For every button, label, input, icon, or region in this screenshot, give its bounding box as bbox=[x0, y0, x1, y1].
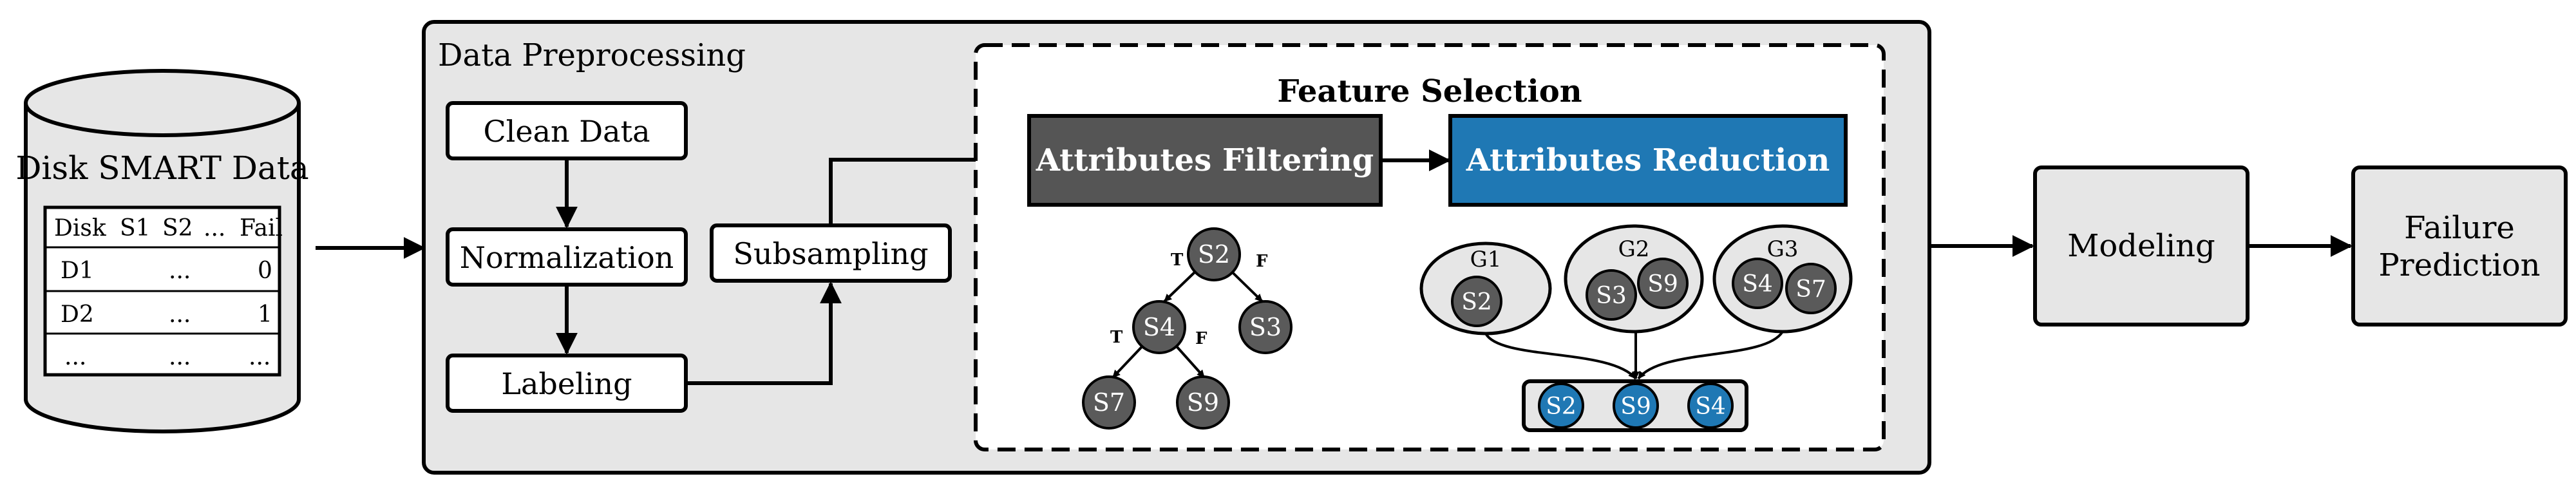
table-row: D1 ... 0 bbox=[61, 258, 272, 284]
group-label: G1 bbox=[1470, 247, 1502, 272]
tree-node-root: S2 bbox=[1187, 227, 1241, 281]
true-branch-label: T bbox=[1110, 328, 1123, 347]
selected-attribute-label: S4 bbox=[1695, 393, 1726, 420]
arrow-subsampling-to-filtering bbox=[829, 149, 1028, 225]
feature-selection-box: Feature Selection Attributes Filtering A… bbox=[974, 43, 1886, 451]
selected-attribute-label: S9 bbox=[1620, 393, 1651, 420]
table-cell: 0 bbox=[258, 258, 272, 284]
modeling-label: Modeling bbox=[2067, 228, 2215, 264]
selected-attribute-label: S2 bbox=[1546, 393, 1577, 420]
subsampling-label: Subsampling bbox=[733, 236, 928, 271]
clean-data-label: Clean Data bbox=[483, 114, 650, 149]
table-cell: D2 bbox=[61, 301, 94, 328]
tree-node-right: S3 bbox=[1238, 300, 1293, 354]
table-cell: ... bbox=[169, 258, 191, 284]
false-branch-label: F bbox=[1195, 329, 1208, 348]
selected-attributes: S2 S9 S4 bbox=[1522, 379, 1748, 432]
tree-node-label: S2 bbox=[1198, 240, 1230, 269]
group-g3: G3 S4 S7 bbox=[1712, 224, 1853, 334]
group-label: G3 bbox=[1767, 236, 1799, 262]
database-title: Disk SMART Data bbox=[15, 149, 308, 187]
labeling-step: Labeling bbox=[446, 354, 688, 413]
decision-tree: T F T F S2 S4 S3 S7 bbox=[1082, 227, 1293, 430]
normalization-label: Normalization bbox=[460, 240, 674, 275]
failure-prediction-line2: Prediction bbox=[2378, 247, 2540, 283]
tree-node-left-left: S7 bbox=[1082, 375, 1136, 430]
tree-node-left-right: S9 bbox=[1176, 375, 1230, 430]
failure-prediction-box: Failure Prediction bbox=[2351, 166, 2568, 326]
table-header-cell: Fail bbox=[240, 215, 283, 241]
attribute-groups: G1 S2 G2 S3 S9 G3 S4 bbox=[1419, 224, 1853, 380]
disk-smart-database: Disk SMART Data Disk S1 S2 ... Fail D1 .… bbox=[15, 69, 309, 433]
table-cell: ... bbox=[249, 344, 270, 370]
table-row: D2 ... 1 bbox=[61, 301, 272, 328]
table-cell: ... bbox=[169, 301, 191, 328]
clean-data-step: Clean Data bbox=[446, 101, 688, 160]
true-branch-label: T bbox=[1171, 251, 1184, 270]
normalization-step: Normalization bbox=[446, 227, 688, 287]
table-header-cell: Disk bbox=[54, 215, 107, 241]
tree-node-label: S4 bbox=[1143, 313, 1175, 341]
tree-node-label: S9 bbox=[1187, 388, 1219, 417]
subsampling-step: Subsampling bbox=[710, 223, 952, 283]
attributes-filtering-box: Attributes Filtering bbox=[1027, 114, 1383, 207]
table-header-cell: ... bbox=[204, 215, 225, 241]
group-g1: G1 S2 bbox=[1419, 241, 1552, 336]
tree-node-label: S7 bbox=[1093, 388, 1125, 417]
attributes-filtering-label: Attributes Filtering bbox=[1036, 142, 1374, 178]
failure-prediction-line1: Failure bbox=[2404, 210, 2515, 246]
table-header-row: Disk S1 S2 ... Fail bbox=[54, 215, 283, 241]
table-header-cell: S1 bbox=[120, 215, 151, 241]
attributes-reduction-label: Attributes Reduction bbox=[1466, 142, 1830, 178]
table-cell: D1 bbox=[61, 258, 94, 284]
attributes-reduction-box: Attributes Reduction bbox=[1448, 114, 1848, 207]
group-g2: G2 S3 S9 bbox=[1564, 224, 1704, 334]
preprocessing-panel: Data Preprocessing Clean Data Normalizat… bbox=[422, 20, 1931, 475]
false-branch-label: F bbox=[1256, 252, 1268, 271]
table-cell: ... bbox=[169, 344, 191, 370]
modeling-box: Modeling bbox=[2033, 166, 2249, 326]
group-member-label: S2 bbox=[1461, 289, 1492, 316]
group-member-label: S7 bbox=[1795, 276, 1826, 303]
arrow-labeling-to-subsampling bbox=[686, 281, 842, 385]
table-header-cell: S2 bbox=[162, 215, 193, 241]
tree-node-left: S4 bbox=[1132, 300, 1186, 354]
group-member-label: S9 bbox=[1647, 271, 1678, 298]
group-member-label: S4 bbox=[1742, 271, 1773, 298]
arrow-g3-to-selected bbox=[1637, 330, 1784, 380]
labeling-label: Labeling bbox=[501, 366, 632, 401]
table-cell: 1 bbox=[258, 301, 272, 328]
table-cell: ... bbox=[64, 344, 86, 370]
group-label: G2 bbox=[1618, 236, 1650, 262]
arrow-g1-to-selected bbox=[1484, 332, 1637, 380]
group-member-label: S3 bbox=[1596, 283, 1627, 309]
feature-selection-title: Feature Selection bbox=[1277, 73, 1582, 109]
preprocessing-title: Data Preprocessing bbox=[438, 37, 746, 73]
tree-node-label: S3 bbox=[1249, 313, 1282, 341]
table-row: ... ... ... bbox=[64, 344, 270, 370]
